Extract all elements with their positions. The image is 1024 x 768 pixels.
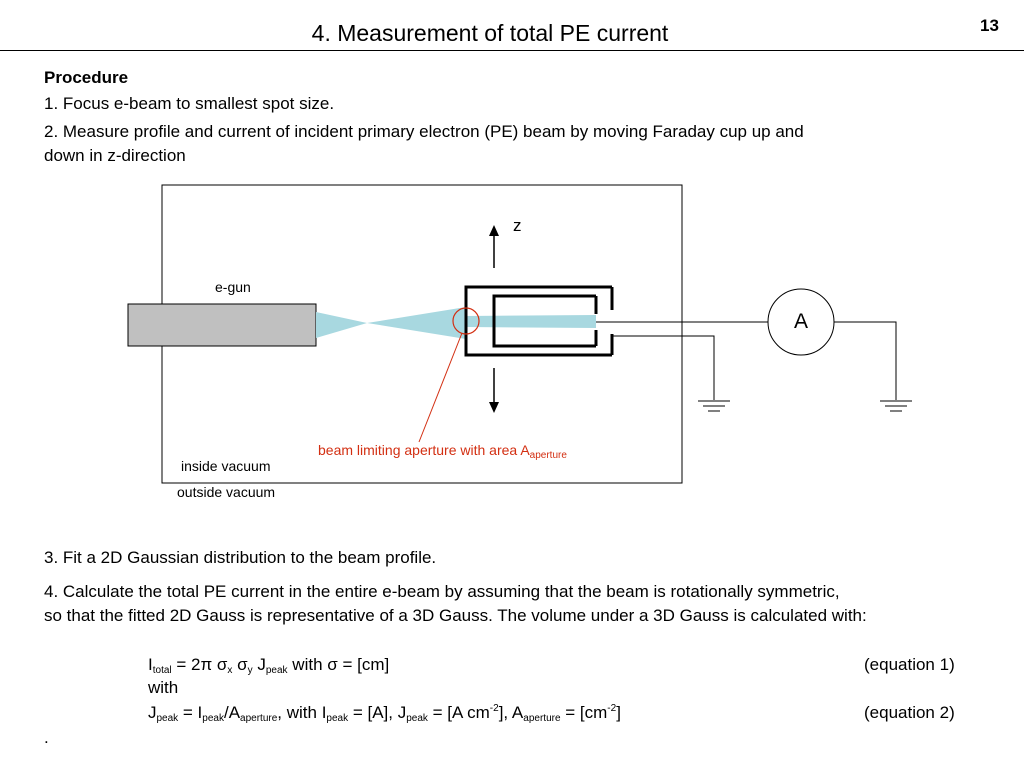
shield-ground-wire <box>612 335 715 400</box>
eq1-total-sub: total <box>152 665 172 676</box>
aperture-pointer-line <box>418 332 463 443</box>
procedure-heading: Procedure <box>44 68 129 87</box>
beam-cone-right <box>367 307 466 339</box>
eq2-peak-sub-2: peak <box>202 713 224 724</box>
equation-2-number: (equation 2) <box>864 703 955 722</box>
eq2-eq: = I <box>178 703 203 722</box>
procedure-step-4-line-2: so that the fitted 2D Gauss is represent… <box>44 606 867 625</box>
trailing-dot: . <box>44 728 49 747</box>
eq2-close: ] <box>616 703 621 722</box>
ground-symbol-left <box>698 400 730 412</box>
faraday-cup-outer <box>464 285 612 357</box>
procedure-step-1: 1. Focus e-beam to smallest spot size. <box>44 94 335 113</box>
eq2-with-i: , with I <box>277 703 327 722</box>
eq2-j: J <box>148 703 157 722</box>
aperture-highlight-circle <box>452 307 480 335</box>
ammeter-circle <box>767 288 835 356</box>
arrow-down-icon <box>489 368 499 413</box>
eq1-i: I <box>148 655 153 674</box>
eq2-unit-j: = [A cm <box>427 703 490 722</box>
page-number: 13 <box>980 16 999 35</box>
equation-1: Itotal = 2π σx σy Jpeak with σ = [cm] <box>148 655 389 676</box>
outside-vacuum-label: outside vacuum <box>177 484 276 500</box>
with-word: with <box>148 678 179 697</box>
page-title: 4. Measurement of total PE current <box>311 20 669 46</box>
aperture-label-subscript: aperture <box>529 450 567 461</box>
aperture-label-text: beam limiting aperture with area A <box>318 442 530 458</box>
ammeter-label: A <box>793 310 808 333</box>
procedure-step-4-line-1: 4. Calculate the total PE current in the… <box>44 582 840 601</box>
eq2-unit-ap: = [cm <box>560 703 608 722</box>
faraday-cup-inner <box>492 294 596 348</box>
eq2-unit-j-close: ], A <box>498 703 524 722</box>
eq2-sup-2: -2 <box>607 703 617 714</box>
aperture-label: beam limiting aperture with area Aapertu… <box>318 442 567 461</box>
eq2-aperture-sub-1: aperture <box>240 713 278 724</box>
eq1-x-sub: x <box>227 665 233 676</box>
eq2-peak-sub-4: peak <box>406 713 428 724</box>
e-gun-body <box>127 303 317 347</box>
equation-2: Jpeak = Ipeak/Aaperture, with Ipeak = [A… <box>148 703 621 724</box>
procedure-step-3: 3. Fit a 2D Gaussian distribution to the… <box>44 548 437 567</box>
eq2-peak-sub-3: peak <box>326 713 349 724</box>
eq2-peak-sub-1: peak <box>156 713 179 724</box>
e-gun-label: e-gun <box>215 279 251 295</box>
equation-1-number: (equation 1) <box>864 655 955 674</box>
eq1-j: J <box>252 655 266 674</box>
beam-inside-cup <box>466 315 596 328</box>
eq2-aperture-sub-2: aperture <box>523 713 561 724</box>
inside-vacuum-label: inside vacuum <box>181 458 271 474</box>
eq2-slash: /A <box>223 703 241 722</box>
eq1-tail: with σ = [cm] <box>287 655 390 674</box>
ground-symbol-right <box>880 400 912 412</box>
arrow-up-icon <box>489 225 499 268</box>
beam-cone-left <box>316 312 367 338</box>
title-divider <box>0 50 1024 51</box>
eq1-sigma2: σ <box>232 655 248 674</box>
eq2-sup-1: -2 <box>489 703 499 714</box>
procedure-step-2-line-2: down in z-direction <box>44 146 186 165</box>
eq1-mid: = 2π σ <box>171 655 228 674</box>
procedure-step-2-line-1: 2. Measure profile and current of incide… <box>44 122 804 141</box>
eq1-peak-sub: peak <box>265 665 288 676</box>
eq2-unit-a: = [A], J <box>348 703 407 722</box>
z-axis-label: z <box>513 216 522 235</box>
eq1-y-sub: y <box>247 665 253 676</box>
ammeter-ground-wire <box>834 321 897 400</box>
